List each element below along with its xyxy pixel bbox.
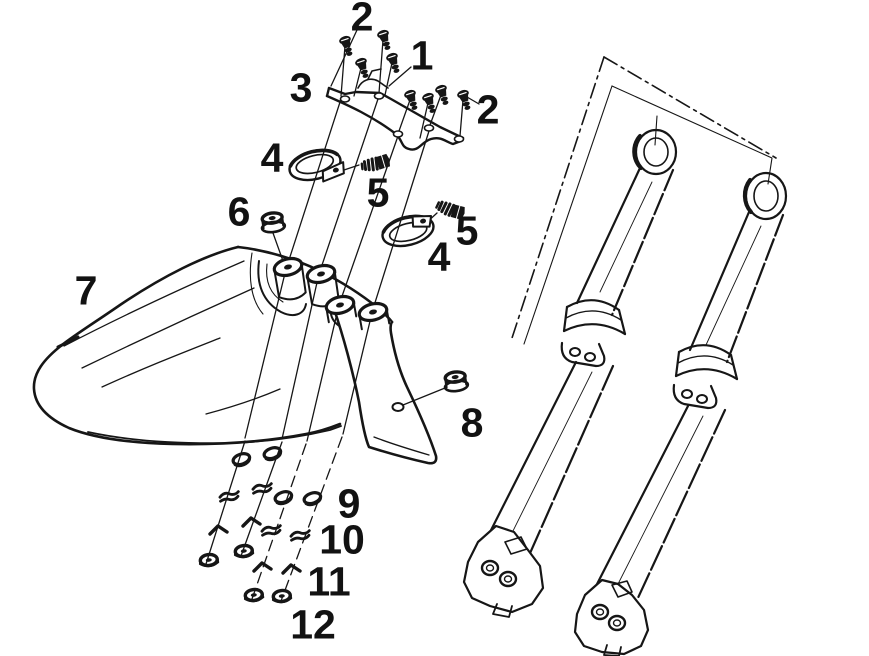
part-label-2: 2 [350, 0, 374, 40]
part-label-10: 10 [319, 516, 365, 563]
reference-frame [511, 56, 777, 345]
part-label-5: 5 [455, 207, 479, 254]
flange-nut-8 [441, 368, 471, 395]
front-fender [32, 245, 438, 465]
nut-row-12 [197, 542, 294, 605]
mounting-plate [325, 68, 465, 151]
part-label-7: 7 [74, 267, 98, 314]
part-label-9: 9 [337, 480, 361, 527]
flange-nut-6 [258, 209, 288, 236]
part-label-1: 1 [410, 32, 434, 79]
fender-mounting-bosses [272, 256, 391, 331]
part-label-4: 4 [427, 233, 451, 280]
fork-leg-left [462, 128, 678, 618]
part-label-11: 11 [307, 558, 351, 605]
part-label-8: 8 [460, 399, 484, 446]
fork-leg-right [573, 171, 788, 656]
part-label-6: 6 [227, 188, 251, 235]
lock-washer-row-11 [208, 516, 302, 575]
part-label-4: 4 [260, 134, 284, 181]
fender-bolt-hole [391, 402, 405, 412]
part-label-5: 5 [366, 169, 390, 216]
fender-stay-wire [357, 78, 389, 89]
washer-row-10 [218, 482, 312, 542]
part-label-12: 12 [290, 601, 336, 648]
clamp-lower [381, 214, 435, 248]
collar-row-9 [230, 444, 325, 509]
part-label-2: 2 [476, 86, 500, 133]
part-label-3: 3 [289, 64, 313, 111]
clamp-upper [288, 148, 345, 183]
